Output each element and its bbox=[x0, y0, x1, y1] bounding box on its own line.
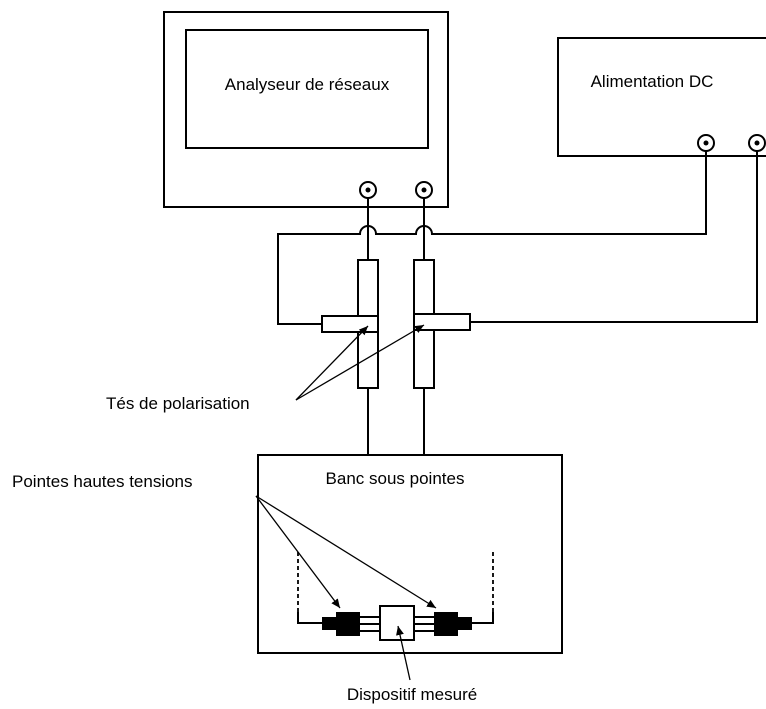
dc-supply-case bbox=[557, 37, 766, 157]
dc-wire-1 bbox=[277, 151, 707, 325]
bias-tee-1 bbox=[321, 259, 379, 389]
dut-label: Dispositif mesuré bbox=[347, 685, 477, 704]
hv-probe-pointer-1 bbox=[255, 495, 341, 609]
bias-tee-2 bbox=[413, 259, 471, 389]
right-probe bbox=[414, 612, 472, 636]
hv-probes-label: Pointes hautes tensions bbox=[12, 472, 193, 491]
left-probe bbox=[322, 612, 380, 636]
dc-supply-label: Alimentation DC bbox=[591, 72, 714, 91]
probe-station: Banc sous pointes bbox=[257, 454, 563, 654]
bias-tee-pointer-1 bbox=[295, 325, 369, 401]
hv-probe-pointer-2 bbox=[255, 495, 437, 609]
dut-pointer bbox=[396, 625, 411, 681]
network-analyzer: Analyseur de réseaux bbox=[163, 11, 449, 208]
analyzer-label: Analyseur de réseaux bbox=[225, 75, 390, 94]
right-probe-arm bbox=[472, 612, 494, 624]
bias-tee-pointer-2 bbox=[295, 324, 425, 401]
dc-power-supply: Alimentation DC bbox=[557, 37, 766, 157]
analyzer-screen bbox=[185, 29, 429, 149]
bias-tees-label: Tés de polarisation bbox=[106, 394, 250, 413]
probe-station-label: Banc sous pointes bbox=[326, 469, 465, 488]
dc-wire-2 bbox=[469, 151, 758, 323]
device-under-test bbox=[379, 605, 415, 641]
left-probe-arm bbox=[297, 612, 322, 624]
